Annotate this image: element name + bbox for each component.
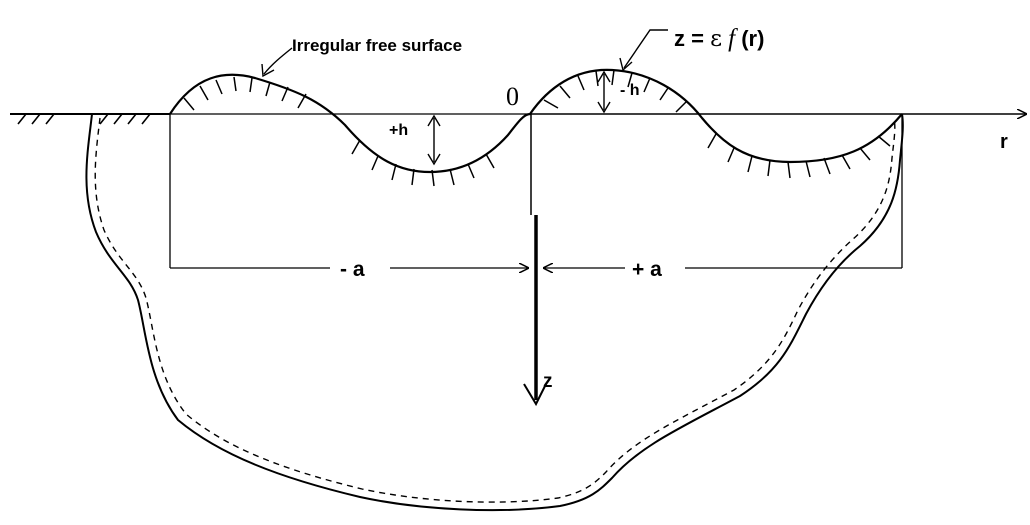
r-axis-label: r: [1000, 131, 1008, 153]
minus-a-label: - a: [340, 258, 365, 281]
plus-h-label: +h: [389, 122, 409, 139]
plus-h-arrow: [427, 114, 441, 166]
origin-label: 0: [506, 82, 519, 111]
z-axis-label: z: [543, 371, 553, 392]
equation-function: f: [728, 25, 736, 52]
surface-equation: z = ε f (r): [674, 26, 764, 51]
z-axis-arrowhead: [523, 383, 547, 407]
basin-outline: [85, 113, 904, 512]
ground-hatch-left: [17, 113, 151, 125]
basin-hatch: [94, 117, 896, 503]
surface-hatch: [183, 69, 891, 187]
equation-epsilon: ε: [710, 26, 723, 52]
free-surface-curve: [169, 68, 903, 174]
equation-lhs: z =: [674, 26, 704, 51]
minus-h-arrow: [597, 70, 611, 114]
equation-argument: (r): [735, 26, 765, 51]
free-surface-leader-arrow: [261, 63, 275, 78]
minus-h-label: - h: [620, 82, 640, 99]
free-surface-label: Irregular free surface: [292, 36, 463, 55]
equation-leader-arrow: [619, 57, 633, 72]
free-surface-leader: [263, 47, 293, 75]
plus-a-label: + a: [632, 258, 662, 281]
equation-leader: [623, 29, 668, 69]
